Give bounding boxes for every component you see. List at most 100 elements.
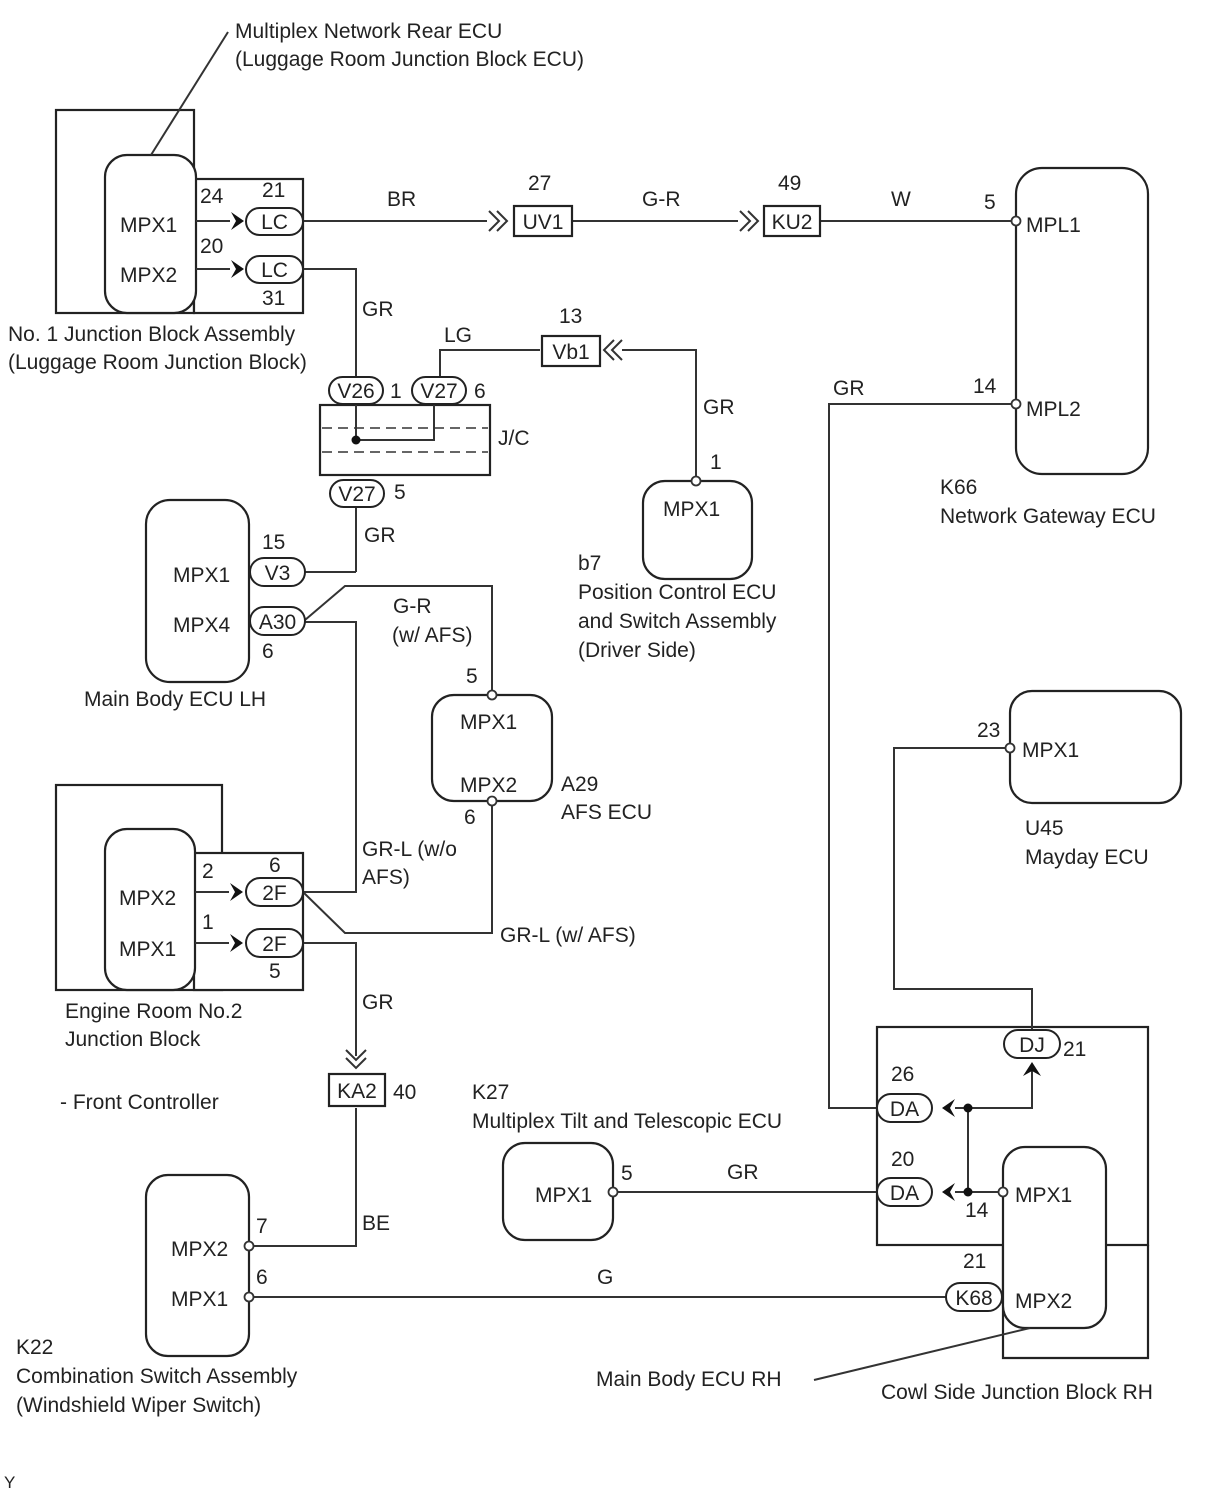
wire-color-br: BR [387, 188, 416, 211]
engine-jb-connector-block [192, 851, 305, 992]
connector-label-lc-a: LC [261, 211, 288, 234]
connector-v3 [249, 557, 306, 587]
wire-color-gr-l-w: GR-L (w/ AFS) [500, 924, 636, 947]
connector-vb1 [540, 334, 602, 368]
engine-jb-name: Engine Room No.2 [65, 1000, 242, 1023]
wire-color-gr-v3: GR [364, 524, 396, 547]
connector-dj [1003, 1029, 1061, 1059]
pin-num-eng-mpx1: 1 [202, 911, 214, 934]
connector-label-uv1: UV1 [523, 211, 564, 234]
pin-mpl2 [1010, 398, 1022, 410]
wire-jc-internal [355, 404, 435, 441]
main-body-rh-name: Main Body ECU RH [596, 1368, 782, 1391]
wire-be [253, 1108, 357, 1247]
combo-pin-mpx1: MPX1 [171, 1288, 228, 1311]
cowl-splice-dot-2 [963, 1187, 973, 1197]
connector-label-v3: V3 [265, 562, 291, 585]
connector-da-a [876, 1093, 933, 1123]
engine-front-controller-box [103, 827, 197, 992]
tilt-pin-mpx1: MPX1 [535, 1184, 592, 1207]
connector-v27-top [411, 376, 467, 405]
cowl-splice-dot-1 [963, 1103, 973, 1113]
connector-da-b [876, 1177, 933, 1207]
connector-2f-b [245, 928, 304, 958]
jb1-subname: (Luggage Room Junction Block) [8, 351, 307, 374]
jb1-connector-block [192, 177, 305, 315]
position-pin-mpx1: MPX1 [663, 498, 720, 521]
wire-gr-l-wo-afs [303, 621, 357, 893]
gateway-code: K66 [940, 476, 977, 499]
chevron-ku2 [739, 210, 760, 232]
main-lh-pin-mpx1: MPX1 [173, 564, 230, 587]
rh-pin-mpx2: MPX2 [1015, 1290, 1072, 1313]
pin-num-rh-mpx1: 14 [965, 1199, 989, 1222]
pin-num-rear-mpx2: 20 [200, 235, 223, 258]
position-code: b7 [578, 552, 601, 575]
afs-code: A29 [561, 773, 598, 796]
cowl-jb-name: Cowl Side Junction Block RH [881, 1381, 1153, 1404]
pin-num-tilt: 5 [621, 1162, 633, 1185]
pin-num-mpl1: 5 [984, 191, 996, 214]
pin-num-a30: 6 [262, 640, 274, 663]
rear-ecu-name: Multiplex Network Rear ECU [235, 20, 502, 43]
connector-label-a30: A30 [259, 611, 296, 634]
front-controller-name: - Front Controller [60, 1091, 219, 1114]
wire-gr-position [622, 349, 697, 479]
pin-num-2f-a: 6 [269, 854, 281, 877]
pin-num-v27-top: 6 [474, 380, 486, 403]
chevron-ka2 [345, 1049, 367, 1070]
connector-lc-a [245, 207, 304, 236]
connector-label-k68: K68 [955, 1287, 992, 1310]
pin-tilt-mpx1 [607, 1186, 619, 1198]
connector-label-2f-a: 2F [262, 882, 287, 905]
gateway-name: Network Gateway ECU [940, 505, 1156, 528]
rear-ecu-box [103, 153, 198, 315]
pin-afs-mpx1 [486, 689, 498, 701]
wire-color-gr-ka2: GR [362, 991, 394, 1014]
connector-v27-bottom [329, 479, 385, 508]
jc-splice-dot [351, 435, 361, 445]
pin-num-combo-mpx2: 7 [256, 1215, 268, 1238]
wire-color-g: G [597, 1266, 613, 1289]
connector-label-v27-bottom: V27 [338, 483, 375, 506]
afs-name: AFS ECU [561, 801, 652, 824]
position-name-3: (Driver Side) [578, 639, 696, 662]
combo-name: Combination Switch Assembly [16, 1365, 298, 1388]
jb1-name: No. 1 Junction Block Assembly [8, 323, 296, 346]
tilt-name: Multiplex Tilt and Telescopic ECU [472, 1110, 782, 1133]
connector-2f-a [245, 877, 304, 907]
pin-num-mpl2: 14 [973, 375, 997, 398]
pin-num-afs-mpx2: 6 [464, 806, 476, 829]
pin-mpl1 [1010, 215, 1022, 227]
position-name-2: and Switch Assembly [578, 610, 777, 633]
male-terminal-da-a [942, 1099, 955, 1117]
wire-lg [439, 349, 540, 377]
jc-name: J/C [498, 427, 530, 450]
pin-mayday-mpx1 [1004, 742, 1016, 754]
male-terminal-dj [1023, 1062, 1041, 1076]
pin-num-vb1: 13 [559, 305, 582, 328]
connector-ku2 [762, 204, 822, 238]
main-lh-pin-mpx4: MPX4 [173, 614, 231, 637]
tilt-code: K27 [472, 1081, 509, 1104]
position-name: Position Control ECU [578, 581, 776, 604]
pin-num-mayday: 23 [977, 719, 1000, 742]
connector-label-dj: DJ [1019, 1034, 1045, 1057]
male-terminal-lc-b [231, 260, 244, 278]
male-terminal-lc-a [231, 212, 244, 230]
wire-mayday-dj [893, 747, 1033, 1030]
connector-label-da-b: DA [890, 1182, 919, 1205]
wire-color-be: BE [362, 1212, 390, 1235]
wire-color-gr-l-wo-b: AFS) [362, 866, 410, 889]
wire-gr-2f-ka2 [303, 942, 357, 1056]
pin-num-lc-b: 31 [262, 287, 285, 310]
pin-num-combo-mpx1: 6 [256, 1266, 268, 1289]
mayday-pin-mpx1: MPX1 [1022, 739, 1079, 762]
pin-num-eng-mpx2: 2 [202, 860, 214, 883]
pin-combo-mpx2 [243, 1240, 255, 1252]
pin-num-uv1: 27 [528, 172, 551, 195]
afs-pin-mpx2: MPX2 [460, 774, 517, 797]
gateway-pin-mpl2: MPL2 [1026, 398, 1081, 421]
rear-ecu-pin-mpx2: MPX2 [120, 264, 177, 287]
rear-ecu-leader [150, 31, 229, 156]
